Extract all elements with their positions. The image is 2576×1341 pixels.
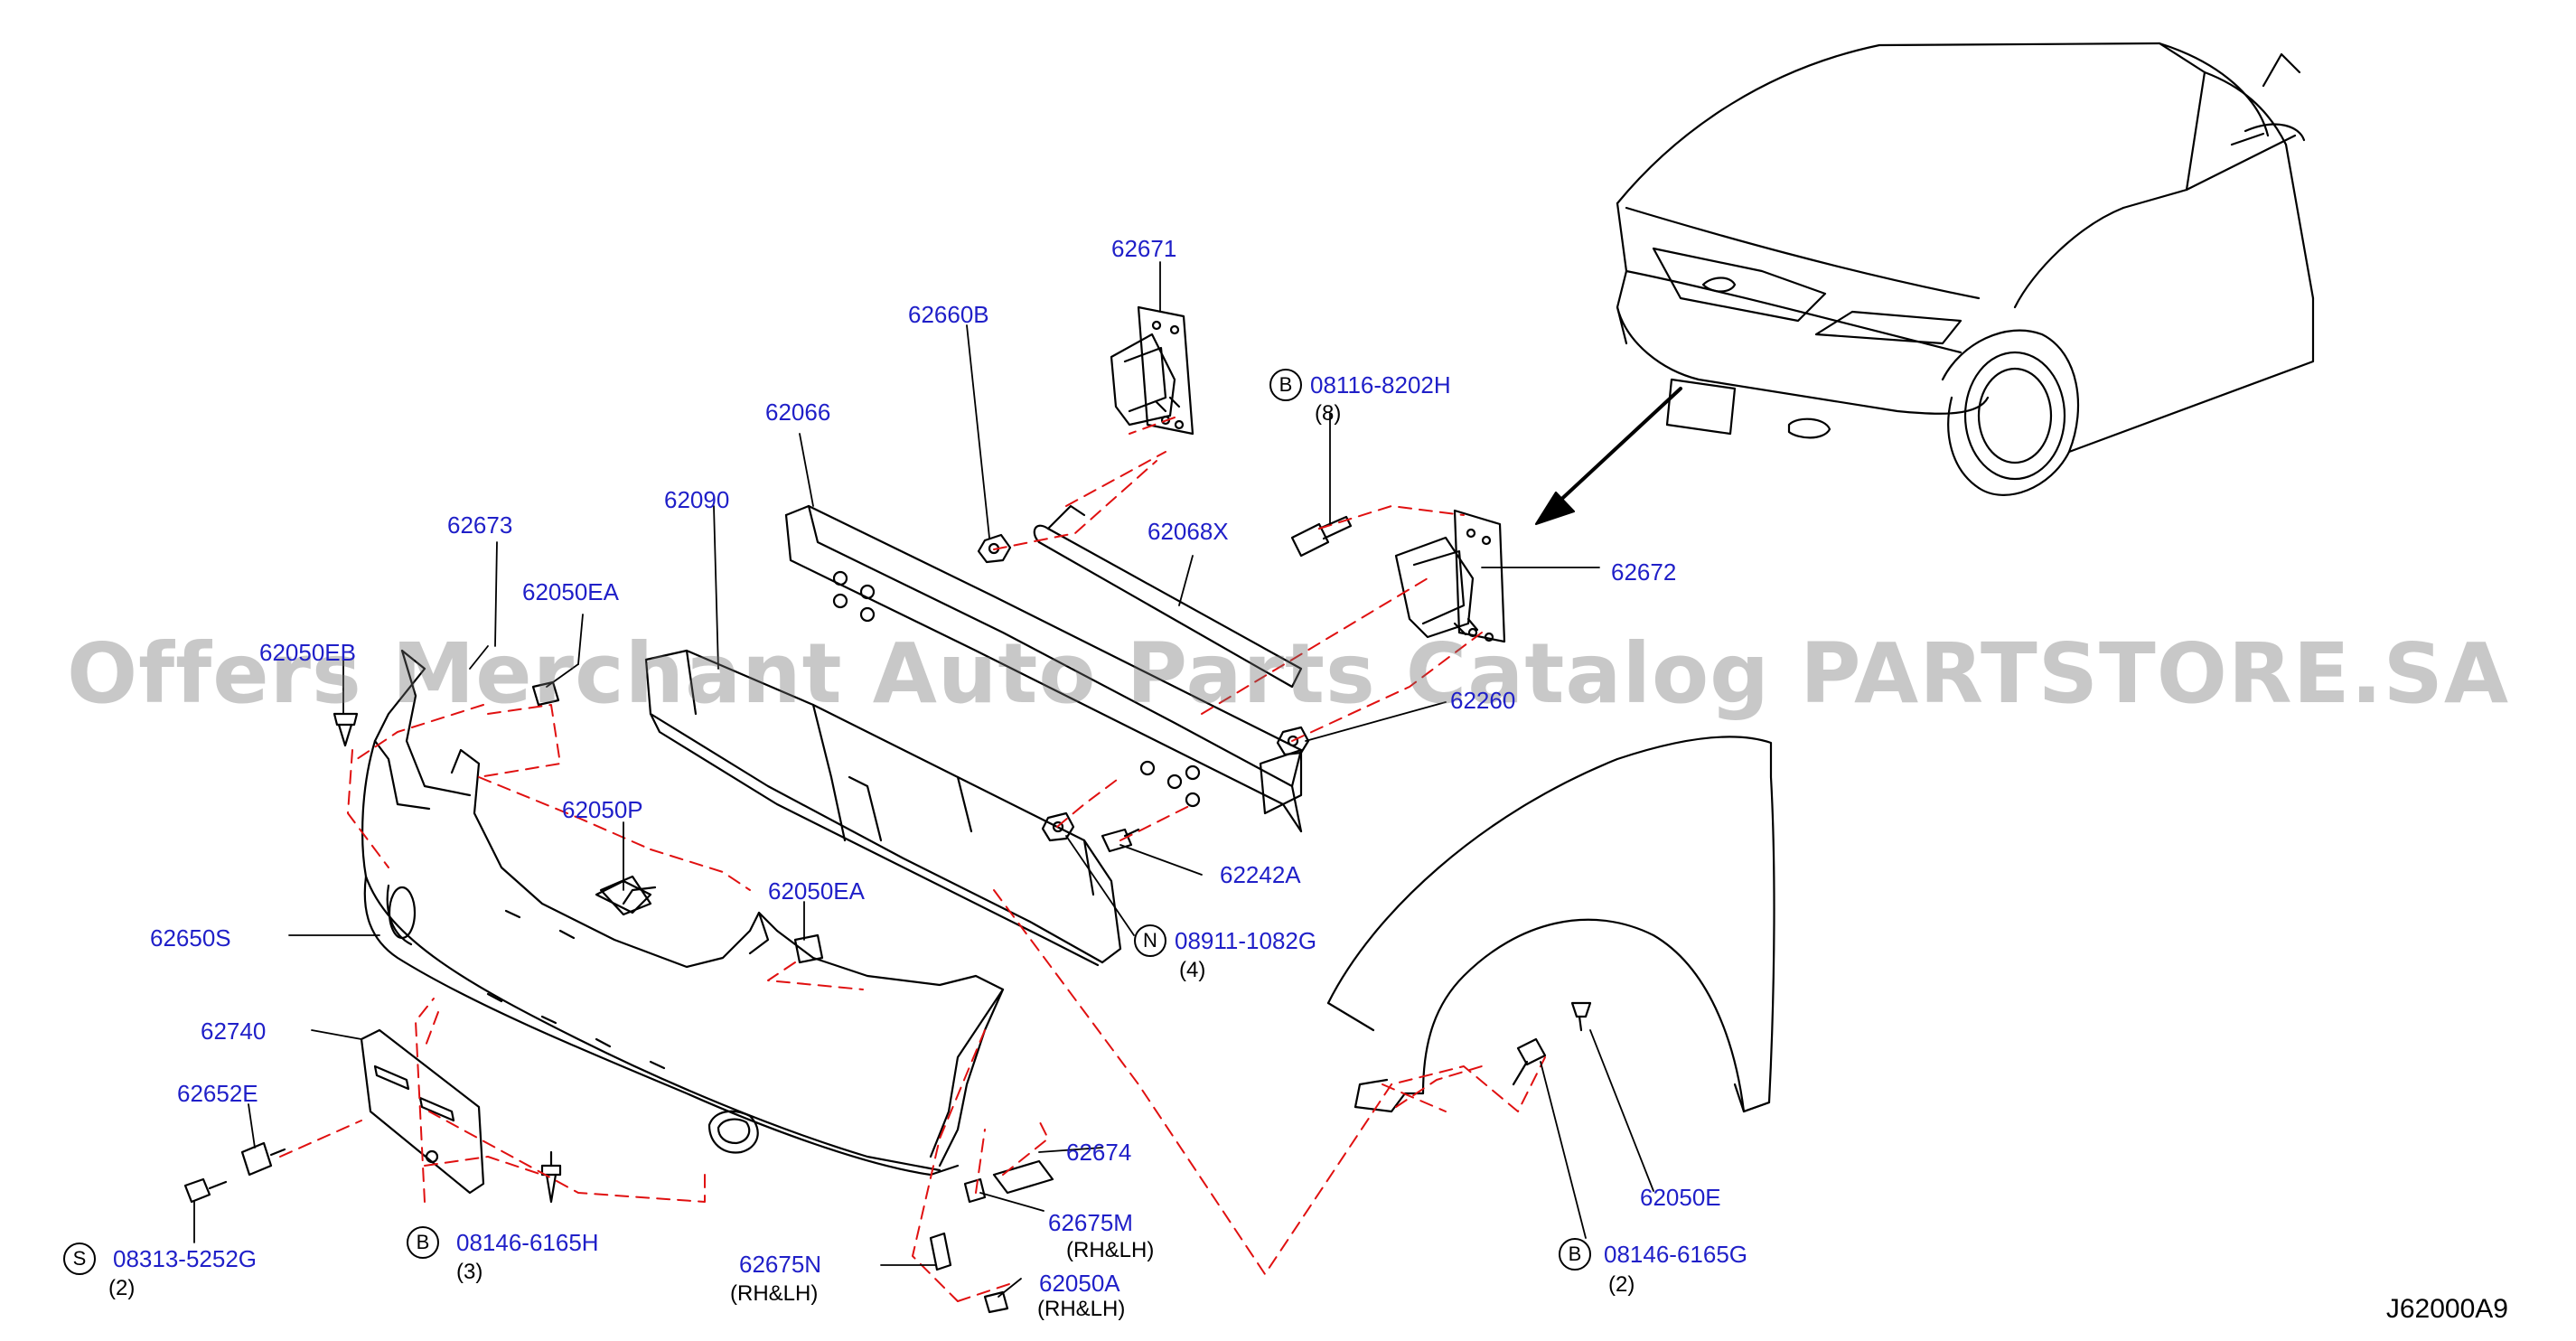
label-08146-6165g[interactable]: 08146-6165G	[1604, 1241, 1748, 1268]
stay-rod	[1033, 504, 1303, 689]
bracket-62672	[1394, 509, 1506, 643]
note-rhlh-62050a: (RH&LH)	[1037, 1297, 1126, 1321]
label-62740[interactable]: 62740	[201, 1017, 267, 1045]
bumper-reinforcement	[784, 504, 1303, 833]
badge-b: B	[1559, 1238, 1591, 1271]
label-62675m[interactable]: 62675M	[1048, 1209, 1133, 1236]
label-62066[interactable]: 62066	[765, 399, 831, 426]
qty-2-left: (2)	[108, 1276, 136, 1300]
badge-s: S	[63, 1243, 96, 1275]
direction-arrow	[1534, 387, 1682, 526]
label-62050eb[interactable]: 62050EB	[259, 639, 356, 666]
watermark-text: Offers Merchant Auto Parts Catalog PARTS…	[66, 625, 2510, 722]
label-62068x[interactable]: 62068X	[1147, 518, 1229, 545]
label-62674[interactable]: 62674	[1066, 1139, 1132, 1166]
label-62090[interactable]: 62090	[664, 486, 730, 513]
note-rhlh-62675m: (RH&LH)	[1066, 1238, 1155, 1262]
label-08911-1082g[interactable]: 08911-1082G	[1175, 927, 1317, 954]
bumper-fascia	[361, 649, 1005, 1177]
label-62050e[interactable]: 62050E	[1640, 1184, 1721, 1211]
qty-2-right: (2)	[1608, 1272, 1635, 1297]
label-62673[interactable]: 62673	[447, 511, 513, 539]
label-62672[interactable]: 62672	[1611, 558, 1677, 586]
energy-absorber	[644, 649, 1122, 967]
qty-3: (3)	[456, 1260, 483, 1284]
front-fender	[1326, 736, 1775, 1113]
label-62650s[interactable]: 62650S	[150, 924, 231, 952]
assembly-dash-lines	[279, 417, 1546, 1302]
leader-lines	[193, 261, 1654, 1298]
badge-b: B	[407, 1226, 439, 1259]
label-62675n[interactable]: 62675N	[739, 1251, 822, 1278]
label-62652e[interactable]: 62652E	[177, 1080, 258, 1107]
bracket-62671	[1110, 305, 1194, 436]
label-08313-5252g[interactable]: 08313-5252G	[113, 1245, 258, 1272]
label-62050a[interactable]: 62050A	[1039, 1270, 1120, 1297]
qty-4: (4)	[1179, 958, 1206, 982]
badge-n: N	[1134, 924, 1166, 957]
fasteners	[183, 515, 1592, 1314]
label-62050ea-mid[interactable]: 62050EA	[768, 877, 865, 905]
label-62671[interactable]: 62671	[1111, 235, 1177, 262]
label-08116-8202h[interactable]: 08116-8202H	[1310, 371, 1451, 399]
qty-8: (8)	[1315, 401, 1342, 426]
label-08146-6165h[interactable]: 08146-6165H	[456, 1229, 599, 1256]
badge-b: B	[1269, 369, 1302, 401]
label-62050ea-top[interactable]: 62050EA	[522, 578, 619, 605]
note-rhlh-62675n: (RH&LH)	[730, 1281, 819, 1306]
license-plate-bracket	[360, 1028, 485, 1195]
label-62242a[interactable]: 62242A	[1220, 861, 1301, 888]
label-62660b[interactable]: 62660B	[908, 301, 989, 328]
vehicle-illustration	[1616, 42, 2315, 496]
diagram-code: J62000A9	[2385, 1294, 2508, 1324]
label-62260[interactable]: 62260	[1450, 687, 1516, 714]
label-62050p[interactable]: 62050P	[562, 796, 643, 823]
